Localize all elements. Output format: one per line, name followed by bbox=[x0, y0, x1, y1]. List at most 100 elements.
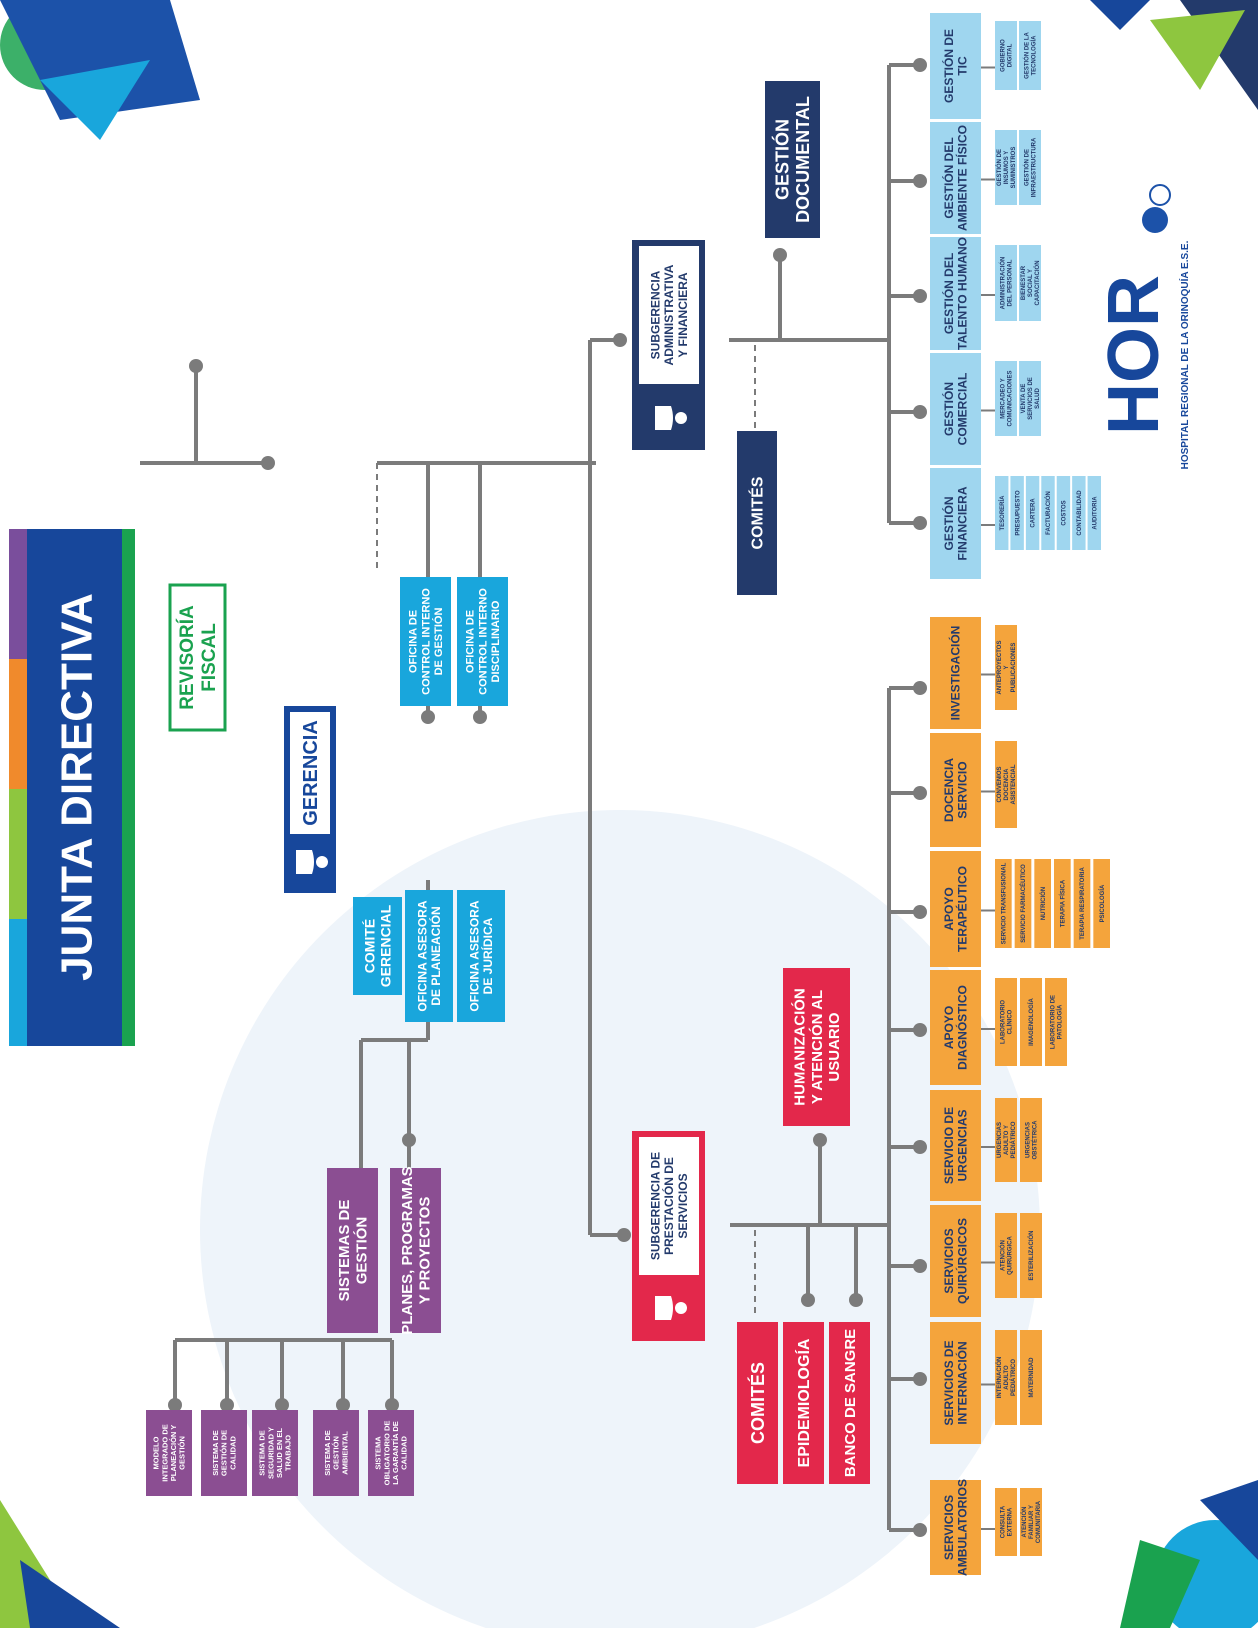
banco-sangre-box-bg bbox=[829, 1322, 870, 1484]
connector-dot bbox=[336, 1398, 350, 1412]
connector-dot bbox=[913, 1023, 927, 1037]
admin-subitem-box-bg bbox=[1041, 476, 1055, 550]
service-subitem-box-bg bbox=[995, 1330, 1017, 1425]
seal-icon bbox=[1149, 184, 1171, 206]
oficina-asesora-planeacion-box-bg bbox=[405, 890, 453, 1022]
sistema-item-box-label: SISTEMAOBLIGATORIO DELA GARANTÍA DECALID… bbox=[374, 1421, 409, 1486]
service-area-box: APOYOTERAPÉUTICO bbox=[930, 851, 981, 967]
admin-subitem-box-bg bbox=[995, 130, 1017, 205]
service-subitem-box: CONVENIOSDOCENCIAASISTENCIAL bbox=[995, 741, 1017, 828]
service-subitem-box-bg bbox=[1020, 1330, 1042, 1425]
admin-subitem-box-bg bbox=[1019, 130, 1041, 205]
sistema-item-box-label: SISTEMA DEGESTIÓN DECALIDAD bbox=[211, 1430, 237, 1476]
sistema-item-box-bg bbox=[201, 1410, 247, 1496]
service-subitem-box-label: SERVICIO TRANSFUSIONAL bbox=[1001, 862, 1007, 944]
service-area-box-label: SERVICIOSQUIRÚRGICOS bbox=[942, 1218, 970, 1304]
gestion-documental-box: GESTIÓNDOCUMENTAL bbox=[765, 81, 820, 238]
connector-dot bbox=[813, 1133, 827, 1147]
connector-dot bbox=[913, 516, 927, 530]
person-icon bbox=[655, 406, 687, 430]
service-subitem-box-label: SERVICIO FARMACÉUTICO bbox=[1019, 864, 1027, 943]
admin-subitem-box: COSTOS bbox=[1056, 476, 1071, 550]
connector-dot bbox=[275, 1398, 289, 1412]
admin-subitem-box: BIENESTARSOCIAL YCAPACITACIÓN bbox=[1019, 245, 1041, 321]
humanizacion-box-label: HUMANIZACIÓNY ATENCIÓN ALUSUARIO bbox=[791, 988, 844, 1106]
admin-subitem-box-bg bbox=[995, 476, 1009, 550]
admin-subitem-box: GESTIÓN DEINFRAESTRUCTURA bbox=[1019, 130, 1041, 205]
connector-dot bbox=[773, 248, 787, 262]
admin-subitem-box-label: GESTIÓN DE LATECNOLOGÍA bbox=[1023, 31, 1038, 78]
service-area-box-bg bbox=[930, 617, 981, 729]
admin-area-box: GESTIÓN DELTALENTO HUMANO bbox=[930, 237, 981, 350]
sistema-item-box-label: SISTEMA DEGESTIÓNAMBIENTAL bbox=[323, 1430, 349, 1476]
connector-dot bbox=[913, 1372, 927, 1386]
admin-area-box: GESTIÓNFINANCIERA bbox=[930, 468, 981, 579]
connector-dot bbox=[913, 1140, 927, 1154]
corner-decor-top-left bbox=[40, 60, 150, 140]
admin-subitem-box: ADMINISTRACIÓNDEL PERSONAL bbox=[995, 245, 1017, 321]
service-subitem-box: IMAGENOLOGÍA bbox=[1020, 978, 1042, 1066]
service-area-box-label: SERVICIOSAMBULATORIOS bbox=[942, 1479, 970, 1576]
admin-subitem-box-label: CONTABILIDAD bbox=[1077, 490, 1083, 536]
service-subitem-box-label: CONVENIOSDOCENCIAASISTENCIAL bbox=[997, 764, 1017, 804]
admin-subitem-box: GESTIÓN DE LATECNOLOGÍA bbox=[1019, 21, 1041, 90]
service-area-box-label: APOYODIAGNÓSTICO bbox=[942, 985, 970, 1070]
service-subitem-box-bg bbox=[995, 625, 1017, 710]
logo-name: HOR bbox=[1094, 275, 1174, 435]
planes-programas-box-bg bbox=[390, 1168, 441, 1333]
connector-dot bbox=[220, 1398, 234, 1412]
service-subitem-box-bg bbox=[995, 741, 1017, 828]
service-area-box: SERVICIOS DEINTERNACIÓN bbox=[930, 1322, 981, 1444]
service-area-box-label: SERVICIO DEURGENCIAS bbox=[942, 1107, 970, 1184]
service-area-box-label: DOCENCIASERVICIO bbox=[942, 758, 970, 822]
service-subitem-box-bg bbox=[1073, 859, 1091, 948]
service-subitem-box-bg bbox=[995, 978, 1017, 1066]
comites-prestacion-box-bg bbox=[737, 1322, 778, 1484]
comite-gerencial-box: COMITÉGERENCIAL bbox=[353, 897, 402, 995]
service-subitem-box: CONSULTAEXTERNA bbox=[995, 1488, 1017, 1556]
admin-area-box-label: GESTIÓN DETIC bbox=[941, 29, 970, 103]
admin-area-box-label: GESTIÓN DELAMBIENTE FÍSICO bbox=[941, 125, 970, 231]
service-subitem-box: ATENCIÓNQUIRÚRGICA bbox=[995, 1213, 1017, 1298]
service-area-box-bg bbox=[930, 1322, 981, 1444]
connector-dot bbox=[913, 1523, 927, 1537]
comites-prestacion-box: COMITÉS bbox=[737, 1322, 778, 1484]
oficina-control-disciplinario-box: OFICINA DECONTROL INTERNODISCIPLINARIO bbox=[457, 577, 508, 706]
admin-subitem-box-bg bbox=[1072, 476, 1086, 550]
admin-subitem-box-label: COSTOS bbox=[1062, 500, 1068, 525]
service-subitem-box-bg bbox=[1020, 978, 1042, 1066]
sistema-item-box-bg bbox=[252, 1410, 298, 1496]
sistemas-gestion-box-bg bbox=[327, 1168, 378, 1333]
admin-subitem-box-bg bbox=[1019, 361, 1041, 436]
connector-dot bbox=[913, 174, 927, 188]
service-subitem-box: TERAPIA FÍSICA bbox=[1054, 859, 1071, 948]
sistema-item-box-bg bbox=[368, 1410, 414, 1496]
corner-decor-bottom-left bbox=[20, 1560, 120, 1628]
service-subitem-box-label: ATENCIÓNFAMILIAR YCOMUNITARIA bbox=[1020, 1500, 1042, 1543]
gestion-documental-box-label: GESTIÓNDOCUMENTAL bbox=[772, 96, 814, 223]
corner-decor-bottom-right bbox=[1200, 1480, 1258, 1560]
admin-subitem-box-bg bbox=[995, 21, 1017, 90]
admin-subitem-box-label: GESTIÓN DEINSUMOS YSUMINISTROS bbox=[995, 147, 1017, 189]
revisoria-fiscal-box-bg bbox=[168, 583, 227, 732]
admin-area-box: GESTIÓN DELAMBIENTE FÍSICO bbox=[930, 122, 981, 234]
service-subitem-box: SERVICIO TRANSFUSIONAL bbox=[995, 859, 1012, 948]
connector-dot bbox=[402, 1133, 416, 1147]
sistema-item-box-bg bbox=[146, 1410, 192, 1496]
service-area-box: APOYODIAGNÓSTICO bbox=[930, 970, 981, 1085]
connector-dot bbox=[801, 1293, 815, 1307]
comites-admin-box-bg bbox=[737, 431, 777, 595]
revisoria-fiscal-box-label: REVISORÍAFISCAL bbox=[176, 605, 220, 710]
admin-subitem-box-label: BIENESTARSOCIAL YCAPACITACIÓN bbox=[1021, 260, 1041, 305]
admin-subitem-box-label: GOBIERNODIGITAL bbox=[1001, 39, 1014, 72]
service-area-box-bg bbox=[930, 970, 981, 1085]
admin-subitem-box-bg bbox=[1010, 476, 1024, 550]
service-subitem-box-bg bbox=[995, 859, 1012, 948]
service-subitem-box-label: ATENCIÓNQUIRÚRGICA bbox=[999, 1236, 1014, 1275]
service-subitem-box: PSICOLOGÍA bbox=[1093, 859, 1110, 948]
junta-directiva-banner: JUNTA DIRECTIVA bbox=[9, 529, 135, 1046]
banco-sangre-box: BANCO DE SANGRE bbox=[829, 1322, 870, 1484]
sistema-item-box-label: MODELOINTEGRADO DEPLANEACIÓN YGESTIÓN bbox=[152, 1424, 187, 1482]
admin-subitem-box-bg bbox=[995, 245, 1017, 321]
